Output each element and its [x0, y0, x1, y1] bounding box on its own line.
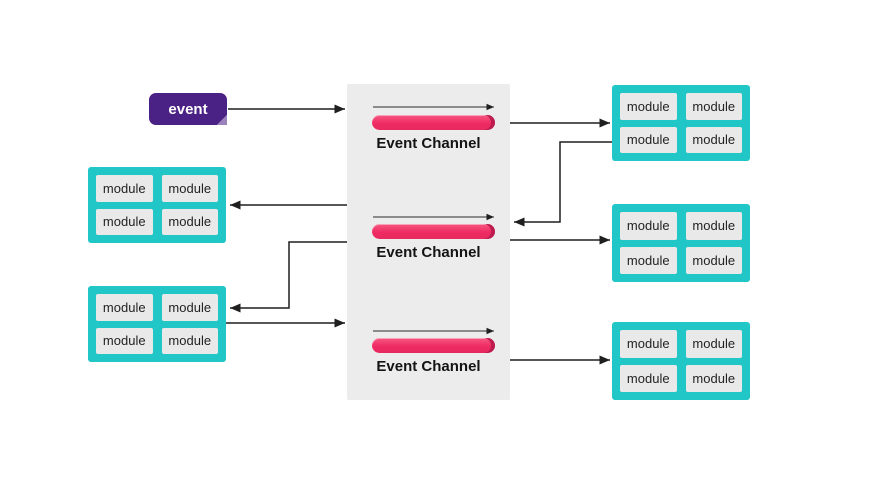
arrow-right-top-group-to-channel2 — [514, 141, 612, 227]
module-cell: module — [620, 364, 677, 392]
module-cell: module — [161, 175, 218, 202]
module-cell: module — [685, 364, 742, 392]
module-cell: module — [96, 208, 153, 235]
event-channel-bar-1 — [372, 115, 495, 130]
module-cell: module — [620, 93, 677, 120]
module-cell: module — [620, 246, 677, 274]
module-cell: module — [161, 294, 218, 321]
event-node-box: event — [149, 93, 227, 125]
module-group-right-top: module module module module — [612, 85, 750, 161]
module-cell: module — [685, 126, 742, 153]
event-channel-label-3: Event Channel — [376, 358, 481, 375]
event-channel-label-1: Event Channel — [376, 135, 481, 152]
module-cell: module — [96, 327, 153, 354]
event-node: event — [149, 93, 227, 125]
module-cell: module — [685, 246, 742, 274]
module-group-right-bottom: module module module module — [612, 322, 750, 400]
module-cell: module — [685, 212, 742, 240]
event-channel-panel: Event Channel Event Channel Event Channe… — [347, 84, 510, 400]
module-cell: module — [685, 330, 742, 358]
module-cell: module — [620, 330, 677, 358]
event-node-folded-corner — [217, 115, 227, 125]
module-cell: module — [96, 294, 153, 321]
event-channel-bar-2 — [372, 224, 495, 239]
event-channel-label-2: Event Channel — [376, 244, 481, 261]
module-cell: module — [161, 208, 218, 235]
module-cell: module — [96, 175, 153, 202]
module-group-left-top: module module module module — [88, 167, 226, 243]
arrow-channel2-to-left-bottom-group — [230, 241, 347, 313]
module-group-left-bottom: module module module module — [88, 286, 226, 362]
module-cell: module — [620, 126, 677, 153]
module-cell: module — [161, 327, 218, 354]
module-cell: module — [685, 93, 742, 120]
module-group-right-middle: module module module module — [612, 204, 750, 282]
module-cell: module — [620, 212, 677, 240]
event-channel-bar-3 — [372, 338, 495, 353]
